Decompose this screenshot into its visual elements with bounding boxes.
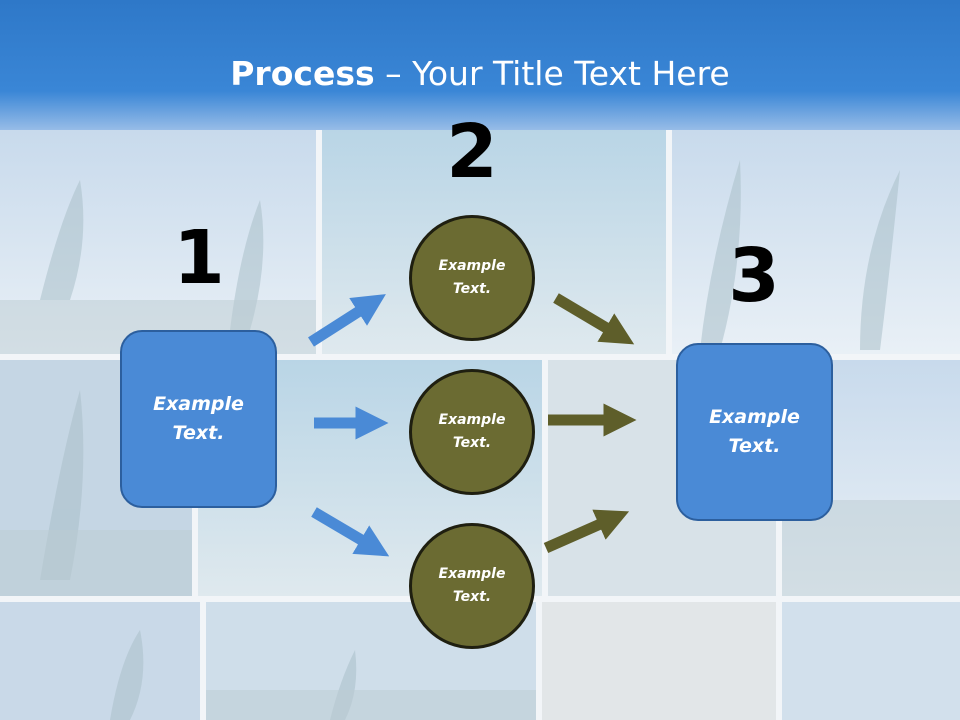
title-strong: Process: [230, 54, 375, 93]
title-rest: – Your Title Text Here: [374, 54, 730, 93]
photo-tile: [782, 602, 960, 720]
right-box-line1: Example: [709, 406, 800, 428]
circle-3-line2: Text.: [452, 589, 492, 605]
left-box: Example Text.: [120, 330, 277, 508]
circle-3: Example Text.: [409, 523, 535, 649]
arrow-to-circle-1: [308, 294, 386, 347]
arrow-to-circle-3: [311, 507, 390, 557]
circle-2-line2: Text.: [452, 435, 492, 451]
arrow-from-circle-1: [553, 293, 635, 345]
slide-title: Process – Your Title Text Here: [0, 52, 960, 96]
right-box-line2: Text.: [728, 435, 781, 457]
arrow-from-circle-3: [543, 509, 630, 554]
photo-tile: [0, 602, 200, 720]
circle-1: Example Text.: [409, 215, 535, 341]
step-number-2: 2: [446, 109, 498, 195]
photo-tile: [542, 602, 776, 720]
right-box: Example Text.: [676, 343, 833, 521]
step-number-1: 1: [173, 215, 225, 301]
step-number-3: 3: [728, 233, 780, 319]
circle-1-line2: Text.: [452, 281, 492, 297]
left-box-line1: Example: [153, 393, 244, 415]
circle-3-line1: Example: [438, 566, 506, 582]
circle-1-line1: Example: [438, 258, 506, 274]
circle-2-line1: Example: [438, 412, 506, 428]
circle-2: Example Text.: [409, 369, 535, 495]
left-box-line2: Text.: [172, 422, 225, 444]
title-bar: [0, 0, 960, 130]
